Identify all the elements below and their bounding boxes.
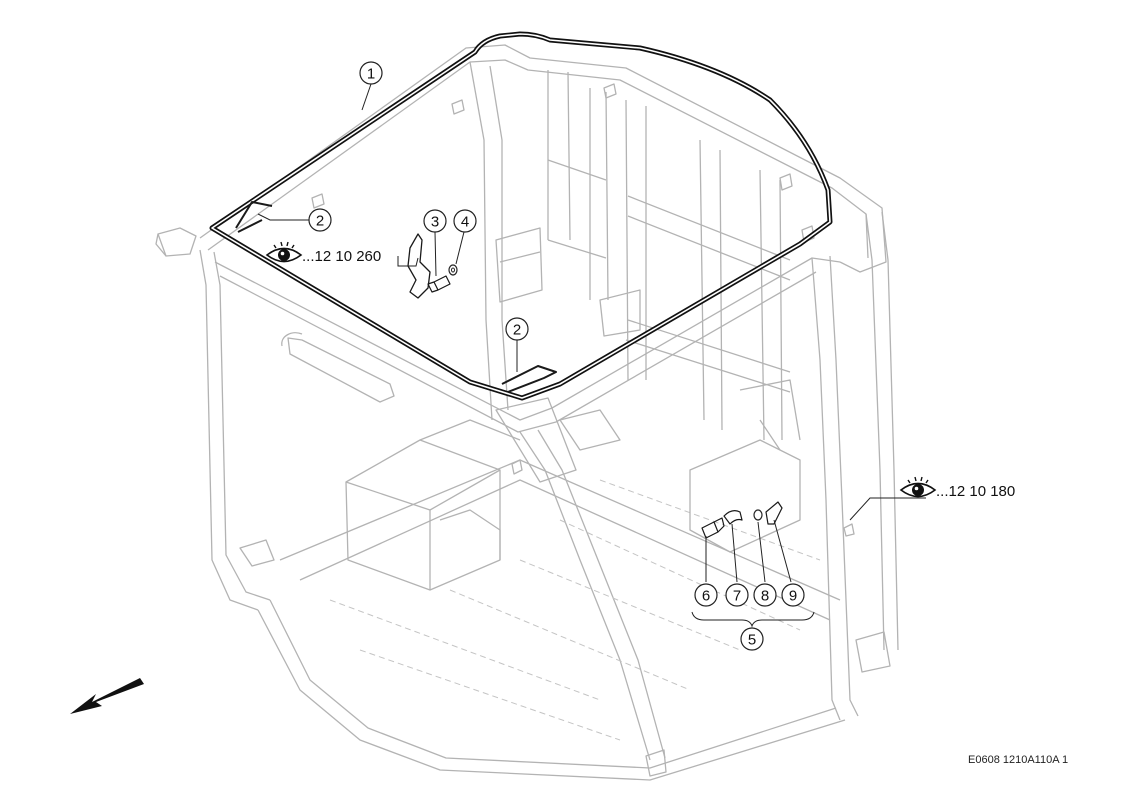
seal-strip-left <box>235 201 273 233</box>
cab-frame <box>155 44 899 781</box>
callout-2a: 2 <box>308 208 332 232</box>
leader-ref-left <box>397 256 419 267</box>
direction-arrow-icon <box>70 678 144 714</box>
leader-2a <box>257 213 310 221</box>
svg-text:5: 5 <box>748 632 756 649</box>
callout-5: 5 <box>740 627 764 651</box>
drawing-code: E0608 1210A110A 1 <box>968 754 1069 766</box>
eye-icon <box>899 476 937 498</box>
fitting-part <box>701 517 725 539</box>
washer-part <box>448 264 458 276</box>
svg-text:9: 9 <box>789 588 797 605</box>
leader-1 <box>361 83 372 111</box>
leader-8 <box>757 521 766 583</box>
leader-ref-right <box>849 497 926 521</box>
ring-part <box>753 509 763 521</box>
reference-left: ...12 10 260 <box>302 248 381 265</box>
bracket-part <box>407 233 431 299</box>
svg-text:8: 8 <box>761 588 769 605</box>
callout-1: 1 <box>359 61 383 85</box>
callout-6: 6 <box>694 583 718 607</box>
svg-text:1: 1 <box>367 66 375 83</box>
callout-3: 3 <box>423 209 447 233</box>
seal-strip-rear <box>501 365 557 393</box>
bolt-part <box>427 275 451 293</box>
roof-seal <box>209 31 833 401</box>
leader-3 <box>434 231 437 277</box>
leader-4 <box>455 231 465 265</box>
callout-2b: 2 <box>505 317 529 341</box>
svg-text:2: 2 <box>316 213 324 230</box>
leader-9 <box>773 519 792 583</box>
group-brace <box>691 611 815 628</box>
svg-text:7: 7 <box>733 588 741 605</box>
svg-text:3: 3 <box>431 214 439 231</box>
leader-7 <box>731 523 738 583</box>
elbow-part <box>723 510 743 525</box>
callout-4: 4 <box>453 209 477 233</box>
callout-8: 8 <box>753 583 777 607</box>
callout-7: 7 <box>725 583 749 607</box>
plate-part <box>765 501 783 525</box>
svg-text:2: 2 <box>513 322 521 339</box>
svg-text:4: 4 <box>461 214 469 231</box>
svg-text:6: 6 <box>702 588 710 605</box>
reference-right: ...12 10 180 <box>936 483 1015 500</box>
eye-icon <box>265 241 303 263</box>
callout-9: 9 <box>781 583 805 607</box>
